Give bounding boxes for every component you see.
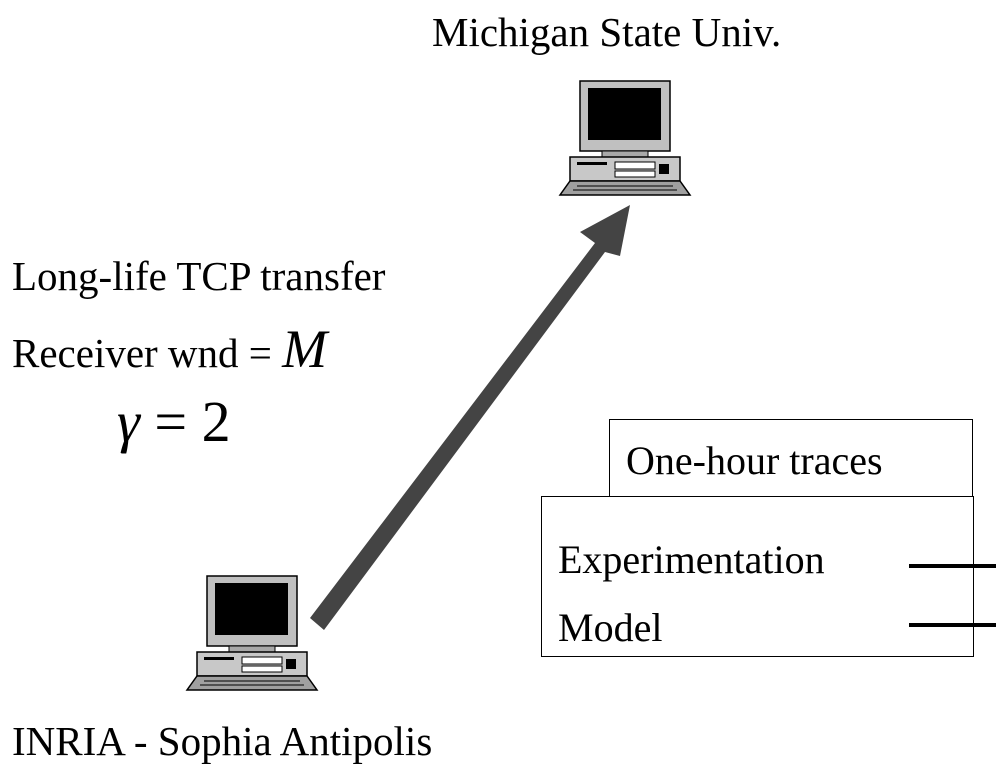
legend-line-experimentation	[909, 564, 996, 568]
arrow-shape	[310, 205, 630, 630]
computer-icon	[558, 80, 692, 196]
gamma-symbol: γ	[117, 389, 140, 454]
traces-label: One-hour traces	[626, 438, 883, 483]
gamma-value: = 2	[139, 389, 231, 454]
transfer-description: Long-life TCP transfer	[12, 253, 386, 299]
legend-item-experimentation: Experimentation	[558, 537, 825, 582]
receiver-window-label: Receiver wnd = M	[12, 318, 327, 380]
legend-box	[541, 496, 974, 657]
legend-item-model: Model	[558, 605, 663, 650]
gamma-equation: γ = 2	[117, 388, 231, 455]
remote-host-label: Michigan State Univ.	[432, 9, 782, 55]
local-host-label: INRIA - Sophia Antipolis	[12, 718, 433, 764]
computer-icon	[185, 575, 319, 691]
receiver-window-prefix: Receiver wnd =	[12, 330, 283, 376]
legend-line-model	[909, 623, 996, 627]
receiver-window-symbol: M	[282, 319, 328, 379]
